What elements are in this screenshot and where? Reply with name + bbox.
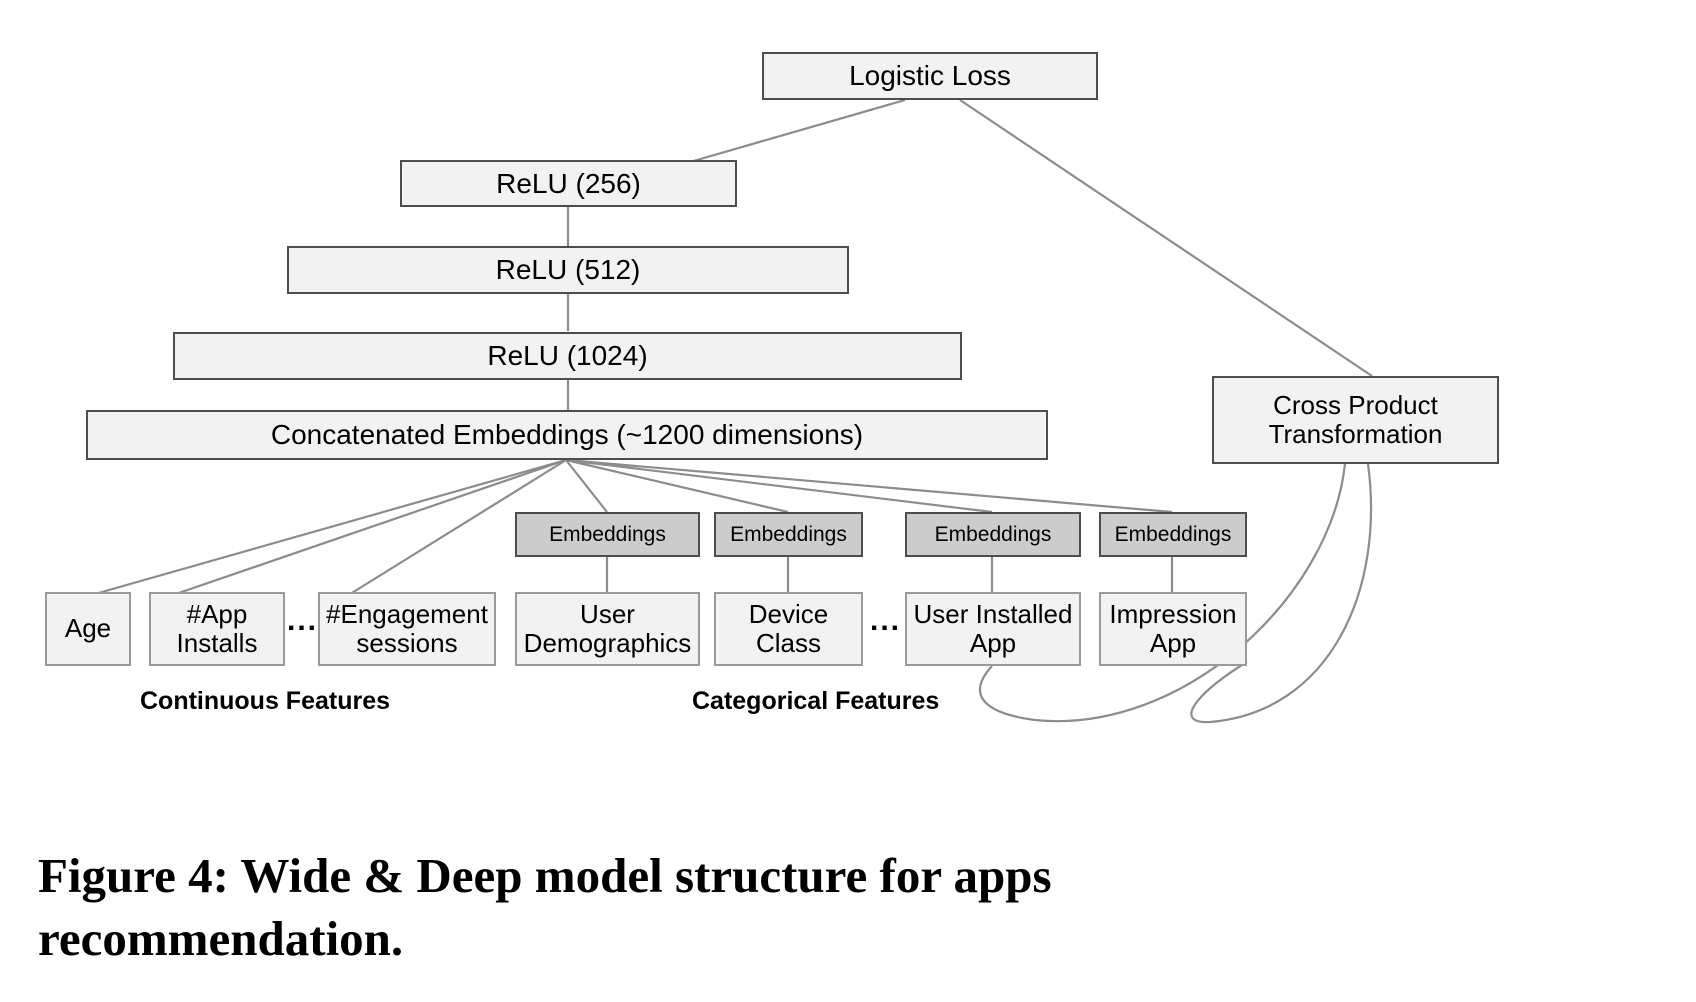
node-relu-512-label: ReLU (512) bbox=[495, 254, 641, 286]
feature-engagement-line2: sessions bbox=[356, 628, 458, 658]
continuous-features-ellipsis: ... bbox=[287, 604, 319, 637]
feature-box-device-class[interactable]: Device Class bbox=[714, 592, 863, 666]
node-concatenated-embeddings-label: Concatenated Embeddings (~1200 dimension… bbox=[270, 419, 864, 451]
feature-age-line1: Age bbox=[64, 613, 112, 644]
node-embeddings-impression-app[interactable]: Embeddings bbox=[1099, 512, 1247, 557]
feature-device-class-line1: Device bbox=[748, 598, 829, 629]
node-embeddings-user-installed-app[interactable]: Embeddings bbox=[905, 512, 1081, 557]
node-relu-1024-label: ReLU (1024) bbox=[487, 340, 648, 372]
node-relu-256-label: ReLU (256) bbox=[496, 167, 641, 199]
node-logistic-loss[interactable]: Logistic Loss bbox=[762, 52, 1098, 100]
node-relu-512[interactable]: ReLU (512) bbox=[287, 246, 849, 294]
feature-box-age[interactable]: Age bbox=[45, 592, 131, 666]
node-embeddings-3-label: Embeddings bbox=[934, 522, 1052, 546]
feature-impression-app-line2: App bbox=[1149, 628, 1197, 658]
node-relu-1024[interactable]: ReLU (1024) bbox=[173, 332, 962, 380]
feature-user-demographics-line1: User bbox=[580, 598, 635, 629]
node-embeddings-1-label: Embeddings bbox=[549, 522, 666, 546]
feature-engagement-line1: #Engagement bbox=[326, 598, 488, 629]
node-embeddings-user-demographics[interactable]: Embeddings bbox=[515, 512, 700, 557]
feature-user-installed-app-line2: App bbox=[969, 628, 1017, 658]
group-label-continuous-features: Continuous Features bbox=[140, 687, 391, 715]
feature-box-app-installs[interactable]: #App Installs bbox=[149, 592, 285, 666]
feature-app-installs-line1: #App bbox=[186, 598, 248, 629]
node-logistic-loss-label: Logistic Loss bbox=[849, 60, 1011, 92]
node-cross-product-line2: Transformation bbox=[1268, 419, 1443, 449]
feature-device-class-line2: Class bbox=[755, 628, 821, 658]
categorical-features-ellipsis: ... bbox=[870, 604, 902, 637]
node-embeddings-device-class[interactable]: Embeddings bbox=[714, 512, 863, 557]
feature-box-engagement-sessions[interactable]: #Engagement sessions bbox=[318, 592, 496, 666]
group-label-categorical-features: Categorical Features bbox=[692, 687, 940, 715]
feature-user-demographics-line2: Demographics bbox=[523, 628, 692, 658]
figure-caption-line1: Figure 4: Wide & Deep model structure fo… bbox=[38, 848, 1052, 903]
node-relu-256[interactable]: ReLU (256) bbox=[400, 160, 737, 207]
feature-impression-app-line1: Impression bbox=[1109, 598, 1237, 629]
figure-caption-line2: recommendation. bbox=[38, 910, 404, 966]
feature-box-user-installed-app[interactable]: User Installed App bbox=[905, 592, 1081, 666]
node-cross-product-line1: Cross Product bbox=[1273, 389, 1438, 420]
figure-caption: Figure 4: Wide & Deep model structure fo… bbox=[38, 845, 1658, 970]
node-embeddings-4-label: Embeddings bbox=[1114, 522, 1232, 546]
node-embeddings-2-label: Embeddings bbox=[730, 522, 847, 546]
node-concatenated-embeddings[interactable]: Concatenated Embeddings (~1200 dimension… bbox=[86, 410, 1048, 460]
feature-app-installs-line2: Installs bbox=[176, 628, 258, 658]
node-cross-product-transformation[interactable]: Cross Product Transformation bbox=[1212, 376, 1499, 464]
feature-user-installed-app-line1: User Installed bbox=[913, 598, 1073, 629]
feature-box-user-demographics[interactable]: User Demographics bbox=[515, 592, 700, 666]
feature-box-impression-app[interactable]: Impression App bbox=[1099, 592, 1247, 666]
